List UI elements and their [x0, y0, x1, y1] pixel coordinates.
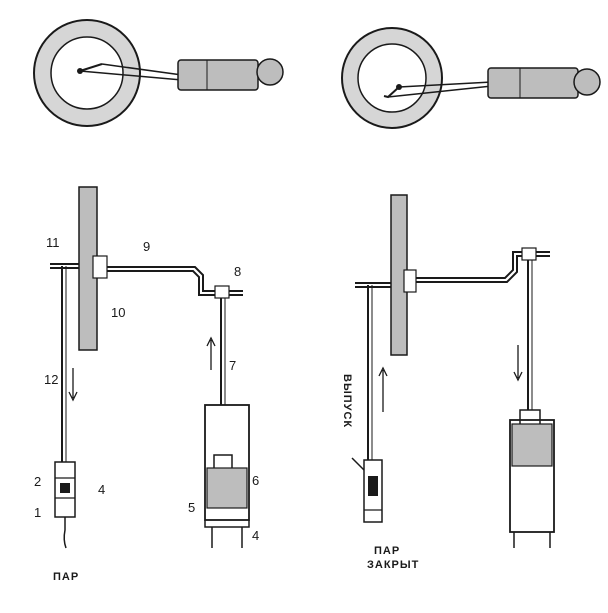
bottom-right-eccentric — [355, 282, 391, 288]
top-right-flywheel-hole — [357, 43, 427, 113]
bottom-right-piston — [511, 423, 553, 467]
label-4b: 4 — [252, 528, 259, 543]
bottom-left-piston-yoke — [213, 454, 233, 468]
bottom-right-side-view — [351, 194, 555, 548]
bottom-right-arrow-down — [513, 345, 523, 382]
top-right-cylinder — [487, 67, 579, 99]
label-5: 5 — [188, 500, 195, 515]
bottom-right-piston-yoke — [519, 409, 541, 424]
bottom-left-arrow-up — [206, 336, 216, 370]
top-left-flywheel-assembly — [33, 19, 284, 127]
top-right-cylinder-end — [573, 68, 601, 96]
bottom-left-valve-spool — [60, 483, 70, 493]
top-left-connecting-rod-b — [79, 70, 183, 81]
bottom-left-cylinder-base — [204, 520, 250, 548]
label-1: 1 — [34, 505, 41, 520]
label-2: 2 — [34, 474, 41, 489]
label-8: 8 — [234, 264, 241, 279]
bottom-left-side-view — [50, 186, 250, 549]
label-12: 12 — [44, 372, 58, 387]
caption-exhaust: ВЫПУСК — [341, 374, 353, 428]
label-6: 6 — [252, 473, 259, 488]
top-left-crank — [79, 63, 103, 72]
bottom-right-hub — [403, 269, 417, 293]
bottom-right-valve-spool — [368, 476, 378, 496]
bottom-left-arrow-down — [68, 368, 78, 402]
label-11: 11 — [46, 235, 60, 250]
caption-steam-closed-line1: ПАР — [374, 545, 400, 557]
label-7: 7 — [229, 358, 236, 373]
top-left-cylinder-end — [256, 58, 284, 86]
bottom-right-exhaust-pipe — [351, 457, 365, 471]
label-4a: 4 — [98, 482, 105, 497]
bottom-left-crosshead — [214, 285, 230, 299]
label-9: 9 — [143, 239, 150, 254]
bottom-left-eccentric — [50, 263, 79, 269]
caption-steam: ПАР — [53, 571, 79, 583]
top-left-connecting-rod — [101, 63, 183, 76]
top-left-flywheel-hole — [50, 36, 124, 110]
top-left-cylinder — [177, 59, 259, 91]
label-10: 10 — [111, 305, 125, 320]
bottom-right-crosshead — [521, 247, 537, 261]
top-right-connecting-rod — [398, 81, 493, 88]
bottom-right-arrow-up — [378, 366, 388, 412]
bottom-right-cylinder-base — [513, 532, 551, 548]
bottom-left-steam-pipe — [63, 517, 67, 549]
bottom-left-crankshaft-b — [107, 270, 243, 296]
caption-steam-closed-line2: ЗАКРЫТ — [367, 559, 419, 571]
top-right-flywheel-assembly — [341, 27, 601, 129]
top-right-connecting-rod-b — [387, 85, 493, 98]
bottom-left-hub — [92, 255, 108, 279]
bottom-left-piston — [206, 467, 248, 509]
